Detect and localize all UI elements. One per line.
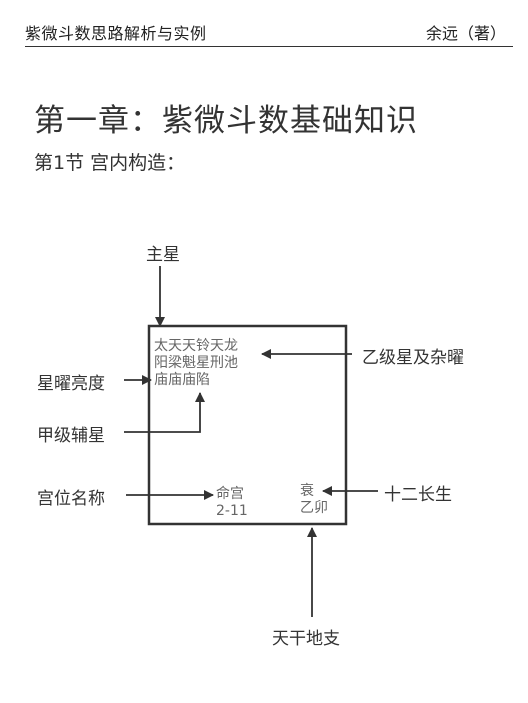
label-star-brightness: 星曜亮度 bbox=[37, 374, 105, 394]
arrow-grade-a bbox=[124, 392, 205, 433]
chapter-title: 第一章：紫微斗数基础知识 bbox=[34, 103, 418, 139]
section-title: 第1节 宫内构造： bbox=[34, 152, 186, 174]
header-author: 余远（著） bbox=[425, 24, 506, 43]
label-main-star: 主星 bbox=[146, 245, 180, 265]
palace-box bbox=[147, 324, 348, 526]
label-grade-a-aux: 甲级辅星 bbox=[37, 426, 105, 446]
header-book-title: 紫微斗数思路解析与实例 bbox=[25, 24, 207, 43]
palace-age-range: 2-11 bbox=[216, 503, 248, 519]
palace-stars-row1: 太天天铃天龙 bbox=[154, 338, 238, 354]
label-stem-branch: 天干地支 bbox=[272, 629, 340, 649]
palace-stage: 衰 bbox=[300, 483, 314, 499]
palace-brightness-row: 庙庙庙陷 bbox=[154, 372, 210, 388]
label-grade-b-misc: 乙级星及杂曜 bbox=[362, 348, 464, 368]
palace-ganzhi: 乙卯 bbox=[300, 500, 328, 516]
label-twelve-stages: 十二长生 bbox=[384, 485, 452, 505]
palace-stars-row2: 阳梁魁星刑池 bbox=[154, 355, 238, 371]
header-divider bbox=[25, 46, 513, 47]
label-palace-name: 宫位名称 bbox=[37, 489, 105, 509]
palace-name: 命宫 bbox=[216, 486, 244, 502]
